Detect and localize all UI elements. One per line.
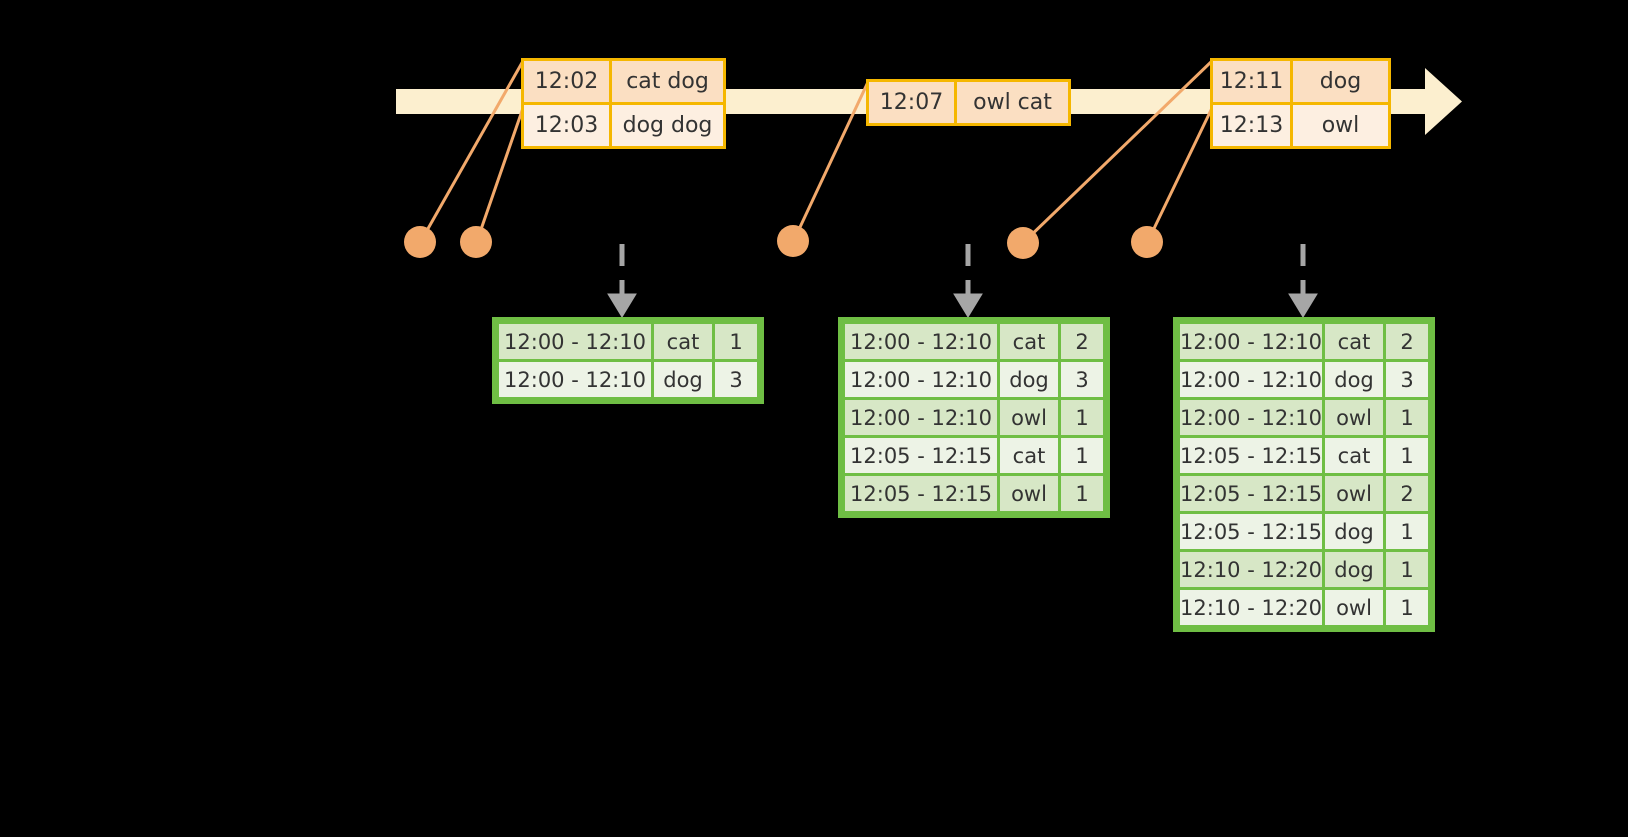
connector-dot	[404, 226, 436, 258]
window-cell: 12:00 - 12:10	[1180, 400, 1322, 435]
word-cell: owl	[1325, 590, 1383, 625]
count-cell: 2	[1061, 324, 1103, 359]
connector-dots	[404, 225, 1163, 259]
event-group-1[interactable]: 12:02 cat dog 12:03 dog dog	[521, 58, 726, 149]
count-cell: 2	[1386, 324, 1428, 359]
connector-dot	[460, 226, 492, 258]
word-cell: cat	[654, 324, 712, 359]
word-cell: dog	[1325, 514, 1383, 549]
event-words: owl cat	[973, 90, 1052, 115]
count-cell: 1	[1386, 438, 1428, 473]
event-words: dog dog	[622, 113, 713, 138]
window-cell: 12:10 - 12:20	[1180, 590, 1322, 625]
count-cell: 1	[1386, 400, 1428, 435]
count-cell: 1	[1061, 476, 1103, 511]
word-cell: dog	[1325, 552, 1383, 587]
event-row[interactable]: 12:02 cat dog	[524, 61, 723, 102]
count-cell: 1	[715, 324, 757, 359]
count-cell: 1	[1386, 590, 1428, 625]
event-words: cat dog	[626, 69, 709, 94]
event-time: 12:03	[524, 105, 612, 146]
word-cell: owl	[1000, 400, 1058, 435]
count-cell: 1	[1386, 514, 1428, 549]
word-cell: cat	[1325, 438, 1383, 473]
word-cell: cat	[1325, 324, 1383, 359]
connector-dot	[777, 225, 809, 257]
word-cell: owl	[1000, 476, 1058, 511]
window-cell: 12:05 - 12:15	[1180, 438, 1322, 473]
connector-lines	[419, 59, 1214, 244]
event-time: 12:11	[1213, 61, 1293, 102]
window-cell: 12:00 - 12:10	[1180, 324, 1322, 359]
dashed-arrows	[607, 244, 1318, 318]
word-cell: owl	[1325, 400, 1383, 435]
count-cell: 1	[1386, 552, 1428, 587]
connector-dot	[1131, 226, 1163, 258]
event-row[interactable]: 12:13 owl	[1213, 102, 1388, 146]
window-cell: 12:05 - 12:15	[845, 476, 997, 511]
event-row[interactable]: 12:03 dog dog	[524, 102, 723, 146]
event-words: dog	[1319, 69, 1362, 94]
word-cell: owl	[1325, 476, 1383, 511]
window-cell: 12:05 - 12:15	[1180, 514, 1322, 549]
count-cell: 3	[1061, 362, 1103, 397]
word-cell: cat	[1000, 324, 1058, 359]
count-cell: 1	[1061, 438, 1103, 473]
window-cell: 12:05 - 12:15	[1180, 476, 1322, 511]
event-time: 12:13	[1213, 105, 1293, 146]
word-cell: dog	[1325, 362, 1383, 397]
count-cell: 3	[715, 362, 757, 397]
word-cell: cat	[1000, 438, 1058, 473]
window-cell: 12:00 - 12:10	[845, 362, 997, 397]
window-cell: 12:10 - 12:20	[1180, 552, 1322, 587]
event-row[interactable]: 12:07 owl cat	[869, 82, 1068, 123]
count-cell: 3	[1386, 362, 1428, 397]
event-words: owl	[1321, 113, 1360, 138]
window-cell: 12:00 - 12:10	[1180, 362, 1322, 397]
word-cell: dog	[654, 362, 712, 397]
count-cell: 2	[1386, 476, 1428, 511]
event-time: 12:02	[524, 61, 612, 102]
event-group-3[interactable]: 12:11 dog 12:13 owl	[1210, 58, 1391, 149]
event-row[interactable]: 12:11 dog	[1213, 61, 1388, 102]
count-cell: 1	[1061, 400, 1103, 435]
window-cell: 12:00 - 12:10	[845, 400, 997, 435]
window-cell: 12:00 - 12:10	[499, 324, 651, 359]
connector-dot	[1007, 227, 1039, 259]
event-time: 12:07	[869, 82, 957, 123]
window-cell: 12:00 - 12:10	[499, 362, 651, 397]
word-cell: dog	[1000, 362, 1058, 397]
window-cell: 12:05 - 12:15	[845, 438, 997, 473]
window-cell: 12:00 - 12:10	[845, 324, 997, 359]
event-group-2[interactable]: 12:07 owl cat	[866, 79, 1071, 126]
